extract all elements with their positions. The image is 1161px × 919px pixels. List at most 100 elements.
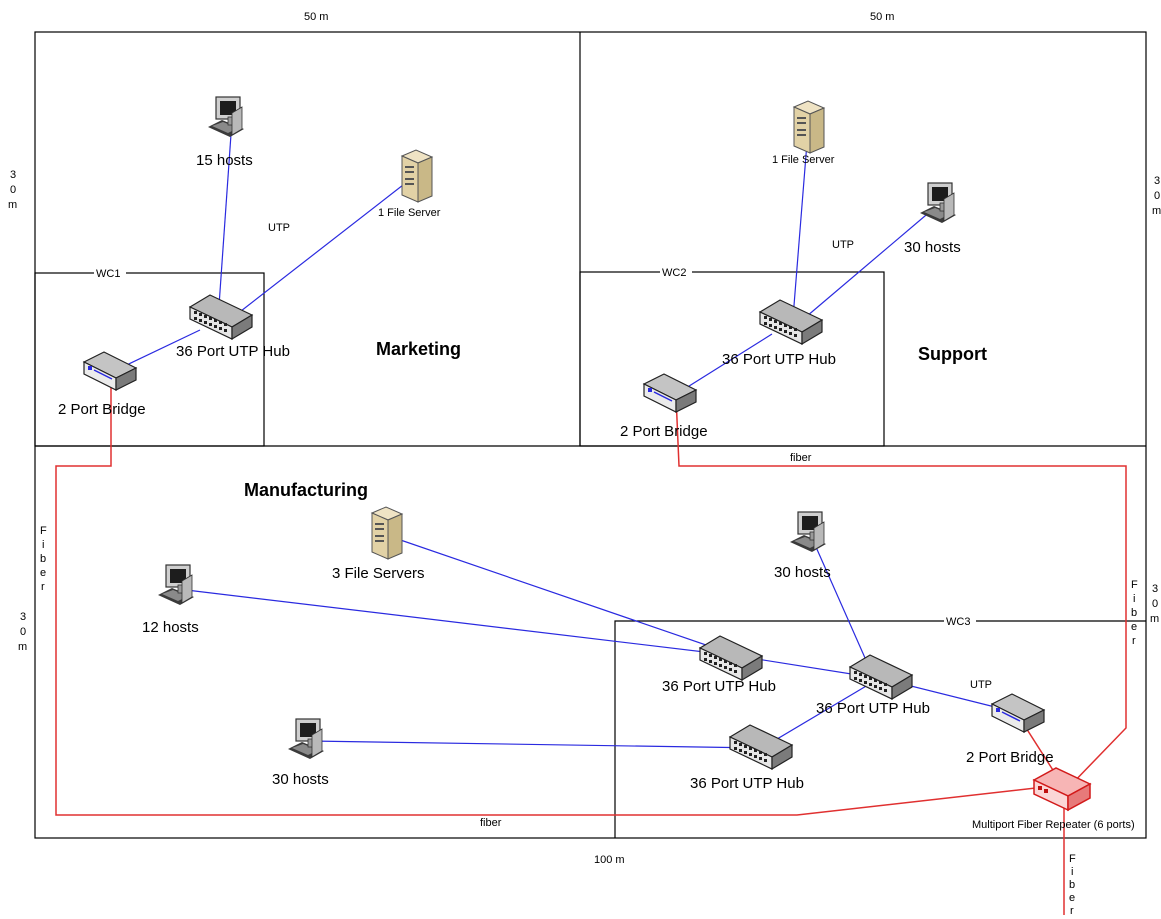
svg-text:3: 3 (1154, 175, 1160, 187)
utp-link-sup-bridge (677, 333, 773, 394)
utp-link-mfg-hosts-left (177, 588, 739, 657)
marketing-hub-label: 36 Port UTP Hub (176, 343, 290, 360)
manufacturing-hub-b-icon (849, 654, 913, 700)
manufacturing-hub-a-label: 36 Port UTP Hub (662, 678, 776, 695)
wiring-closet-1 (34, 272, 265, 447)
manufacturing-hub-c-label: 36 Port UTP Hub (690, 775, 804, 792)
room-support: Support (918, 344, 987, 364)
svg-text:b: b (40, 553, 46, 565)
dim-right-upper: 3 0 m (1152, 175, 1161, 217)
room-manufacturing: Manufacturing (244, 480, 368, 500)
svg-text:3: 3 (10, 169, 16, 181)
utp-link-sup-server (792, 129, 809, 319)
manufacturing-hosts-left-icon (157, 564, 195, 606)
fiber-link-marketing (55, 372, 1063, 816)
wc1-label: WC1 (96, 268, 120, 280)
support-server-label: 1 File Server (772, 154, 835, 166)
marketing-server-label: 1 File Server (378, 207, 441, 219)
fiber-links (55, 372, 1127, 915)
manufacturing-hub-c-icon (729, 724, 793, 770)
marketing-bridge-label: 2 Port Bridge (58, 401, 146, 418)
manufacturing-hosts-top-label: 30 hosts (774, 564, 831, 581)
dim-top-left: 50 m (304, 11, 328, 23)
svg-text:i: i (1133, 593, 1135, 605)
marketing-bridge-icon (83, 351, 137, 391)
fiber-label-bottom: fiber (480, 817, 502, 829)
manufacturing-bridge-label: 2 Port Bridge (966, 749, 1054, 766)
utp-link-mfg-hosts-bottom (309, 740, 763, 749)
svg-text:r: r (41, 581, 45, 593)
dim-right-lower: 3 0 m (1150, 583, 1159, 625)
marketing-hosts-label: 15 hosts (196, 152, 253, 169)
marketing-utp-label: UTP (268, 222, 290, 234)
fiber-label-top: fiber (790, 452, 812, 464)
svg-text:i: i (42, 539, 44, 551)
utp-link-hub-c-hub-b (761, 681, 874, 749)
svg-text:b: b (1069, 879, 1075, 891)
support-hub-label: 36 Port UTP Hub (722, 351, 836, 368)
support-utp-label: UTP (832, 239, 854, 251)
building-walls (34, 31, 1147, 839)
svg-text:e: e (1131, 621, 1137, 633)
manufacturing-hosts-top-icon (789, 511, 827, 553)
marketing-server-icon (401, 149, 433, 203)
fiber-link-support (675, 395, 1127, 789)
svg-text:m: m (18, 641, 27, 653)
svg-text:m: m (8, 199, 17, 211)
svg-text:i: i (1071, 866, 1073, 878)
wiring-closet-2 (579, 271, 885, 447)
repeater-label: Multiport Fiber Repeater (6 ports) (972, 819, 1135, 831)
utp-link-mkt-server (231, 177, 413, 319)
utp-link-sup-hosts (799, 209, 933, 323)
fiber-label-left-vertical: F i b e r (40, 525, 47, 593)
support-server-icon (793, 100, 825, 154)
marketing-hosts-icon (207, 96, 245, 138)
utp-link-mfg-servers (382, 533, 739, 657)
dim-left-lower: 3 0 m (18, 611, 27, 653)
marketing-hub-icon (189, 294, 253, 340)
manufacturing-bridge-icon (991, 693, 1045, 733)
svg-text:r: r (1132, 635, 1136, 647)
manufacturing-hosts-left-label: 12 hosts (142, 619, 199, 636)
support-bridge-label: 2 Port Bridge (620, 423, 708, 440)
svg-text:F: F (1131, 579, 1138, 591)
svg-text:F: F (40, 525, 47, 537)
dim-bottom: 100 m (594, 854, 625, 866)
wc2-label: WC2 (662, 267, 686, 279)
manufacturing-servers-icon (371, 506, 403, 560)
svg-text:b: b (1131, 607, 1137, 619)
support-hosts-icon (919, 182, 957, 224)
utp-link-mfg-hosts-top (811, 537, 874, 677)
support-hub-icon (759, 299, 823, 345)
svg-text:F: F (1069, 853, 1076, 865)
manufacturing-hub-b-label: 36 Port UTP Hub (816, 700, 930, 717)
manufacturing-hosts-bottom-icon (287, 718, 325, 760)
svg-text:e: e (40, 567, 46, 579)
svg-text:0: 0 (1152, 598, 1158, 610)
manufacturing-utp-label: UTP (970, 679, 992, 691)
manufacturing-servers-label: 3 File Servers (332, 565, 425, 582)
svg-text:m: m (1150, 613, 1159, 625)
svg-text:e: e (1069, 892, 1075, 904)
manufacturing-hub-a-icon (699, 635, 763, 681)
fiber-label-right-vertical: F i b e r (1131, 579, 1138, 647)
svg-text:3: 3 (20, 611, 26, 623)
room-marketing: Marketing (376, 339, 461, 359)
svg-text:0: 0 (1154, 190, 1160, 202)
fiber-label-exit-vertical: F i b e r (1069, 853, 1076, 917)
dim-left-upper: 3 0 m (8, 169, 17, 211)
support-bridge-icon (643, 373, 697, 413)
svg-text:3: 3 (1152, 583, 1158, 595)
dimension-labels: 50 m 50 m 100 m 3 0 m 3 0 m 3 0 m 3 0 m (8, 11, 1161, 866)
dim-top-right: 50 m (870, 11, 894, 23)
svg-text:0: 0 (20, 626, 26, 638)
support-hosts-label: 30 hosts (904, 239, 961, 256)
wc3-label: WC3 (946, 616, 970, 628)
devices (83, 96, 1091, 811)
wc-labels: WC1 WC2 WC3 (94, 266, 976, 628)
svg-text:r: r (1070, 905, 1074, 917)
svg-text:0: 0 (10, 184, 16, 196)
utp-link-mkt-hosts (217, 119, 233, 321)
manufacturing-hosts-bottom-label: 30 hosts (272, 771, 329, 788)
